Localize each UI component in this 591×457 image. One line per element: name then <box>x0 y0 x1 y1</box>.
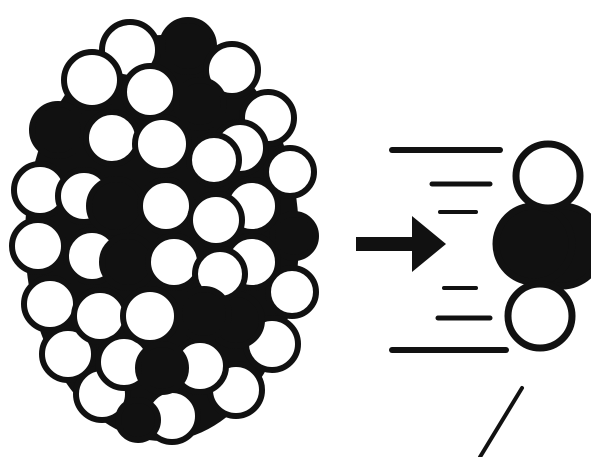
pointer-line <box>480 388 522 457</box>
large-nucleus <box>12 20 316 442</box>
emitted-particle <box>496 144 591 348</box>
emission-arrow <box>356 216 446 272</box>
